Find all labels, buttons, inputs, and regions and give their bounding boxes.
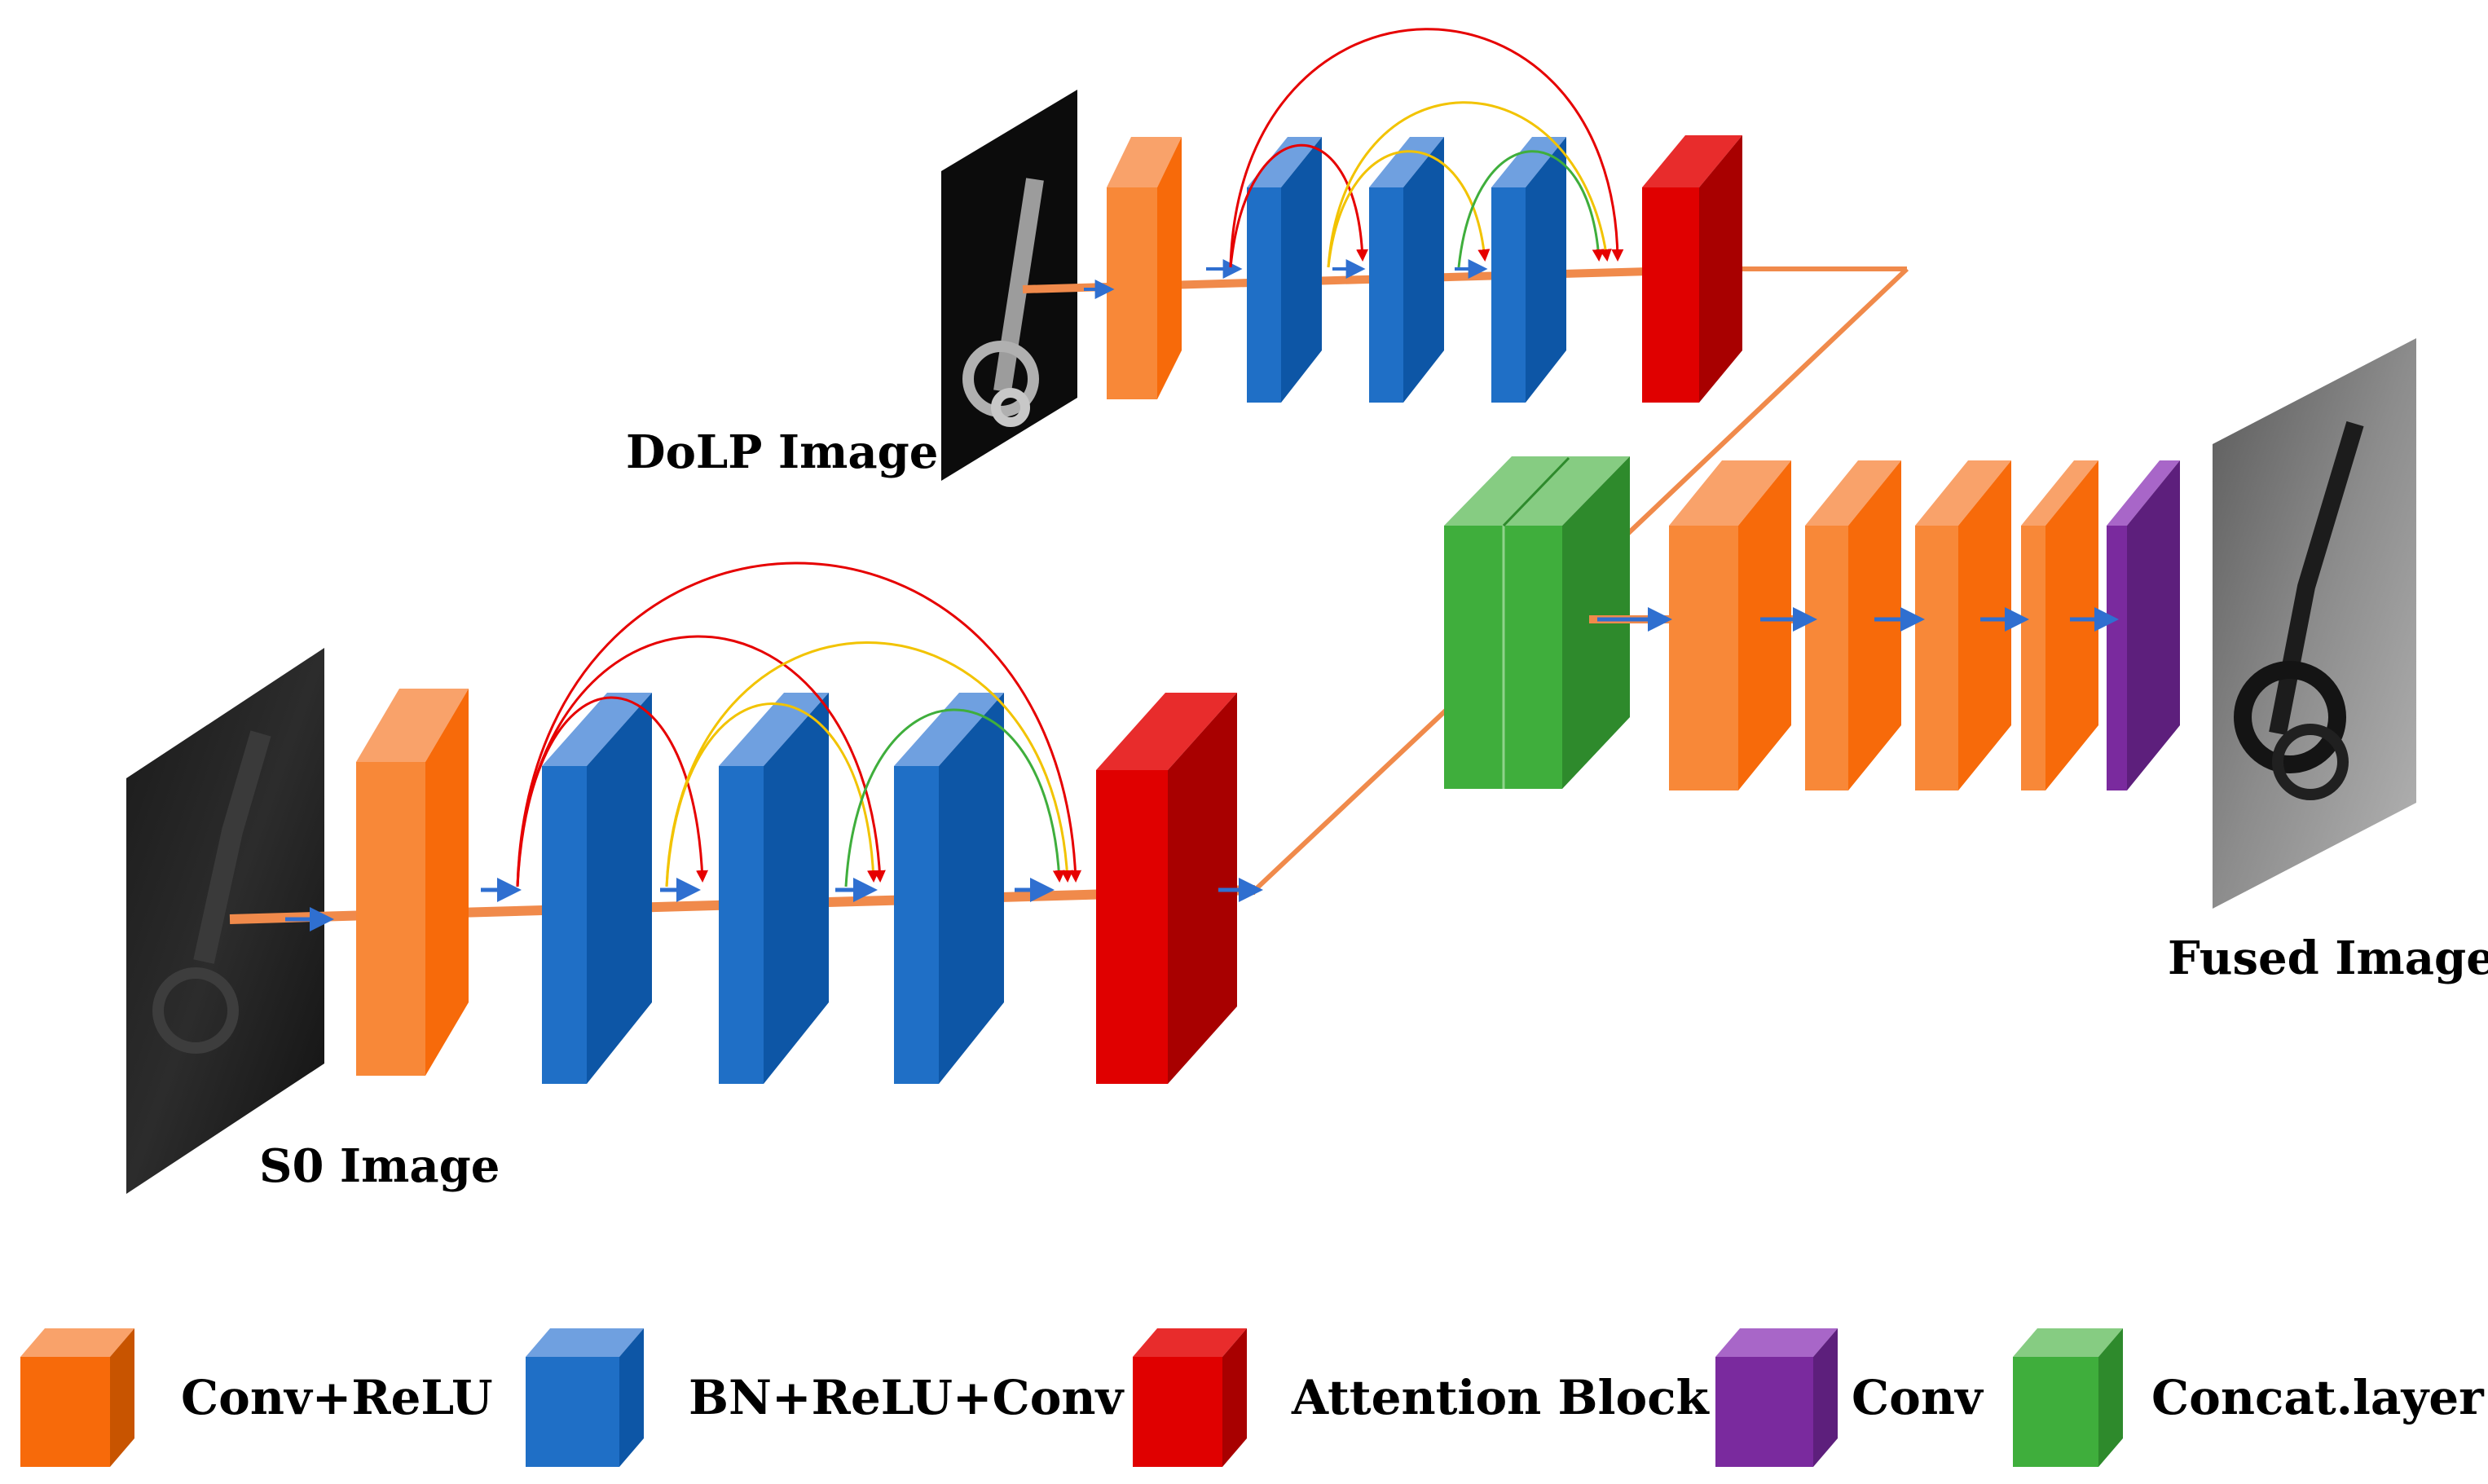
fusion-conv-relu-block-2 <box>1805 460 1901 790</box>
s0-label: S0 Image <box>259 1139 500 1193</box>
s0-input-image <box>126 648 324 1194</box>
dolp-to-concat-diagonal <box>1619 266 1909 542</box>
dolp-input-image <box>941 90 1077 481</box>
s0-skip-connections <box>516 561 1082 887</box>
legend-label-conv-relu: Conv+ReLU <box>181 1370 493 1425</box>
legend-item-bn-relu-conv: BN+ReLU+Conv <box>526 1328 1125 1467</box>
fused-label: Fused Image <box>2168 931 2488 985</box>
legend-item-attention: Attention Block <box>1133 1328 1711 1467</box>
dolp-label: DoLP Image <box>626 425 938 479</box>
legend-item-conv-relu: Conv+ReLU <box>20 1328 493 1467</box>
legend: Conv+ReLU BN+ReLU+Conv Attention Block C… <box>20 1328 2485 1467</box>
dolp-bn-block-1 <box>1247 137 1322 403</box>
dolp-bn-block-2 <box>1369 137 1444 403</box>
legend-label-attention: Attention Block <box>1291 1370 1711 1425</box>
dolp-branch: DoLP Image <box>626 28 1909 542</box>
s0-bn-block-1 <box>542 693 652 1084</box>
dolp-skip-connections <box>1229 28 1624 268</box>
fusion-conv-block <box>2107 460 2180 790</box>
legend-item-concat: Concat.layer <box>2013 1328 2485 1467</box>
dolp-bn-block-3 <box>1491 137 1566 403</box>
s0-bn-block-2 <box>719 693 829 1084</box>
legend-label-concat: Concat.layer <box>2151 1370 2485 1425</box>
legend-label-bn-relu-conv: BN+ReLU+Conv <box>689 1370 1125 1425</box>
fusion-conv-relu-block-1 <box>1669 460 1791 790</box>
s0-attention-block <box>1096 693 1237 1084</box>
s0-conv-relu-block <box>356 689 469 1076</box>
fusion-branch: Fused Image <box>1444 338 2488 985</box>
s0-bn-block-3 <box>894 693 1004 1084</box>
fusion-conv-relu-block-4 <box>2021 460 2098 790</box>
fused-output-image <box>2213 338 2416 909</box>
legend-label-conv: Conv <box>1852 1370 1984 1425</box>
fusion-conv-relu-block-3 <box>1915 460 2011 790</box>
dolp-attention-block <box>1642 135 1742 403</box>
dolp-conv-relu-block <box>1107 137 1182 399</box>
s0-branch: S0 Image <box>126 561 1506 1194</box>
legend-item-conv: Conv <box>1715 1328 1984 1467</box>
